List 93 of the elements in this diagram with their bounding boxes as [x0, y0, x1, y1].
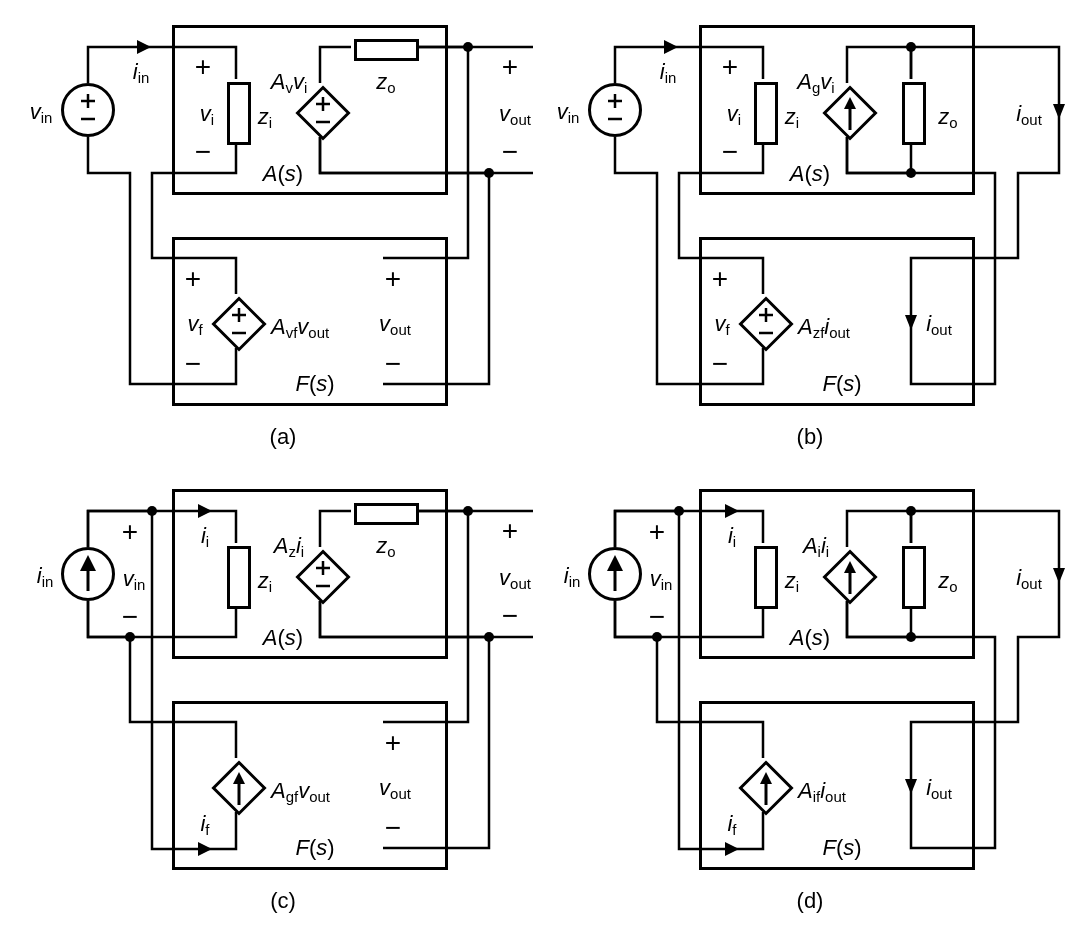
- polarity-sign: −: [121, 603, 139, 631]
- component-label: z$_{i}$: [784, 570, 800, 592]
- polarity-sign: −: [501, 138, 519, 166]
- block-label: A(s): [262, 163, 304, 185]
- polarity-sign: +: [711, 265, 729, 293]
- wire: [86, 137, 238, 386]
- amplifier-block: [172, 489, 448, 659]
- voltage-label: v$_{in}$: [122, 568, 146, 590]
- wire: [318, 45, 351, 83]
- wire: [613, 137, 765, 386]
- polarity-sign: −: [184, 350, 202, 378]
- component-label: z$_{o}$: [938, 106, 958, 128]
- polarity-sign: +: [384, 729, 402, 757]
- block-label: F(s): [822, 837, 862, 859]
- amplifier-block: [172, 25, 448, 195]
- polarity-sign: +: [501, 53, 519, 81]
- voltage-label: v$_{f}$: [714, 313, 730, 335]
- component-label: z$_{o}$: [376, 71, 396, 93]
- voltage-label: v$_{out}$: [379, 313, 411, 335]
- panel-caption: (d): [796, 890, 824, 912]
- panel-caption: (b): [796, 426, 824, 448]
- current-label: i$_{out}$: [926, 777, 952, 799]
- wire: [845, 137, 997, 386]
- polarity-sign: −: [648, 603, 666, 631]
- component-label: A$_{v}$v$_{i}$: [270, 71, 308, 93]
- panel-caption: (a): [269, 426, 297, 448]
- polarity-sign: −: [384, 350, 402, 378]
- polarity-sign: −: [501, 602, 519, 630]
- wire: [318, 601, 491, 850]
- current-arrow: [86, 40, 238, 83]
- component-label: A$_{if}$i$_{out}$: [798, 780, 846, 802]
- polarity-sign: +: [721, 53, 739, 81]
- block-label: F(s): [295, 837, 335, 859]
- polarity-sign: +: [184, 265, 202, 293]
- component-label: A$_{i}$i$_{i}$: [802, 535, 830, 557]
- current-arrow: [613, 40, 765, 83]
- component-label: i$_{in}$: [36, 565, 54, 587]
- component-label: z$_{i}$: [257, 570, 273, 592]
- component-label: z$_{o}$: [376, 535, 396, 557]
- voltage-label: v$_{i}$: [726, 103, 742, 125]
- polarity-sign: +: [648, 518, 666, 546]
- current-arrow: [909, 509, 1065, 724]
- component-label: A$_{zf}$i$_{out}$: [798, 316, 850, 338]
- polarity-sign: +: [194, 53, 212, 81]
- feedback-block: [172, 237, 448, 406]
- polarity-sign: +: [121, 518, 139, 546]
- component-label: v$_{in}$: [29, 101, 53, 123]
- wire: [845, 601, 997, 850]
- amplifier-block: [699, 489, 975, 659]
- current-arrow: [86, 509, 238, 856]
- wire: [613, 601, 765, 758]
- current-label: i$_{out}$: [1016, 567, 1042, 589]
- block-label: A(s): [789, 163, 831, 185]
- voltage-label: v$_{out}$: [499, 103, 531, 125]
- voltage-label: v$_{in}$: [649, 568, 673, 590]
- panel-caption: (c): [270, 890, 296, 912]
- current-label: i$_{f}$: [727, 813, 737, 835]
- component-label: z$_{i}$: [784, 106, 800, 128]
- voltage-label: v$_{out}$: [379, 777, 411, 799]
- polarity-sign: +: [501, 517, 519, 545]
- polarity-sign: −: [711, 350, 729, 378]
- feedback-block: [172, 701, 448, 870]
- wire: [318, 137, 491, 386]
- wire: [318, 509, 351, 547]
- component-label: A$_{z}$i$_{i}$: [273, 535, 305, 557]
- current-arrow: [613, 509, 765, 856]
- block-label: F(s): [295, 373, 335, 395]
- component-label: i$_{in}$: [563, 565, 581, 587]
- current-label: i$_{i}$: [727, 525, 737, 547]
- component-label: z$_{i}$: [257, 106, 273, 128]
- block-label: A(s): [262, 627, 304, 649]
- wire: [86, 601, 238, 758]
- current-label: i$_{out}$: [926, 313, 952, 335]
- polarity-sign: −: [384, 814, 402, 842]
- component-label: A$_{vf}$v$_{out}$: [271, 316, 330, 338]
- current-label: i$_{f}$: [200, 813, 210, 835]
- polarity-sign: −: [721, 138, 739, 166]
- polarity-sign: −: [194, 138, 212, 166]
- polarity-sign: +: [384, 265, 402, 293]
- voltage-label: v$_{out}$: [499, 567, 531, 589]
- current-arrow: [909, 45, 1065, 260]
- voltage-label: v$_{f}$: [187, 313, 203, 335]
- amplifier-block: [699, 25, 975, 195]
- feedback-block: [699, 237, 975, 406]
- block-label: F(s): [822, 373, 862, 395]
- wire: [383, 45, 470, 260]
- component-label: v$_{in}$: [556, 101, 580, 123]
- voltage-label: v$_{i}$: [199, 103, 215, 125]
- block-label: A(s): [789, 627, 831, 649]
- feedback-block: [699, 701, 975, 870]
- wire: [383, 509, 470, 724]
- component-label: z$_{o}$: [938, 570, 958, 592]
- current-label: i$_{out}$: [1016, 103, 1042, 125]
